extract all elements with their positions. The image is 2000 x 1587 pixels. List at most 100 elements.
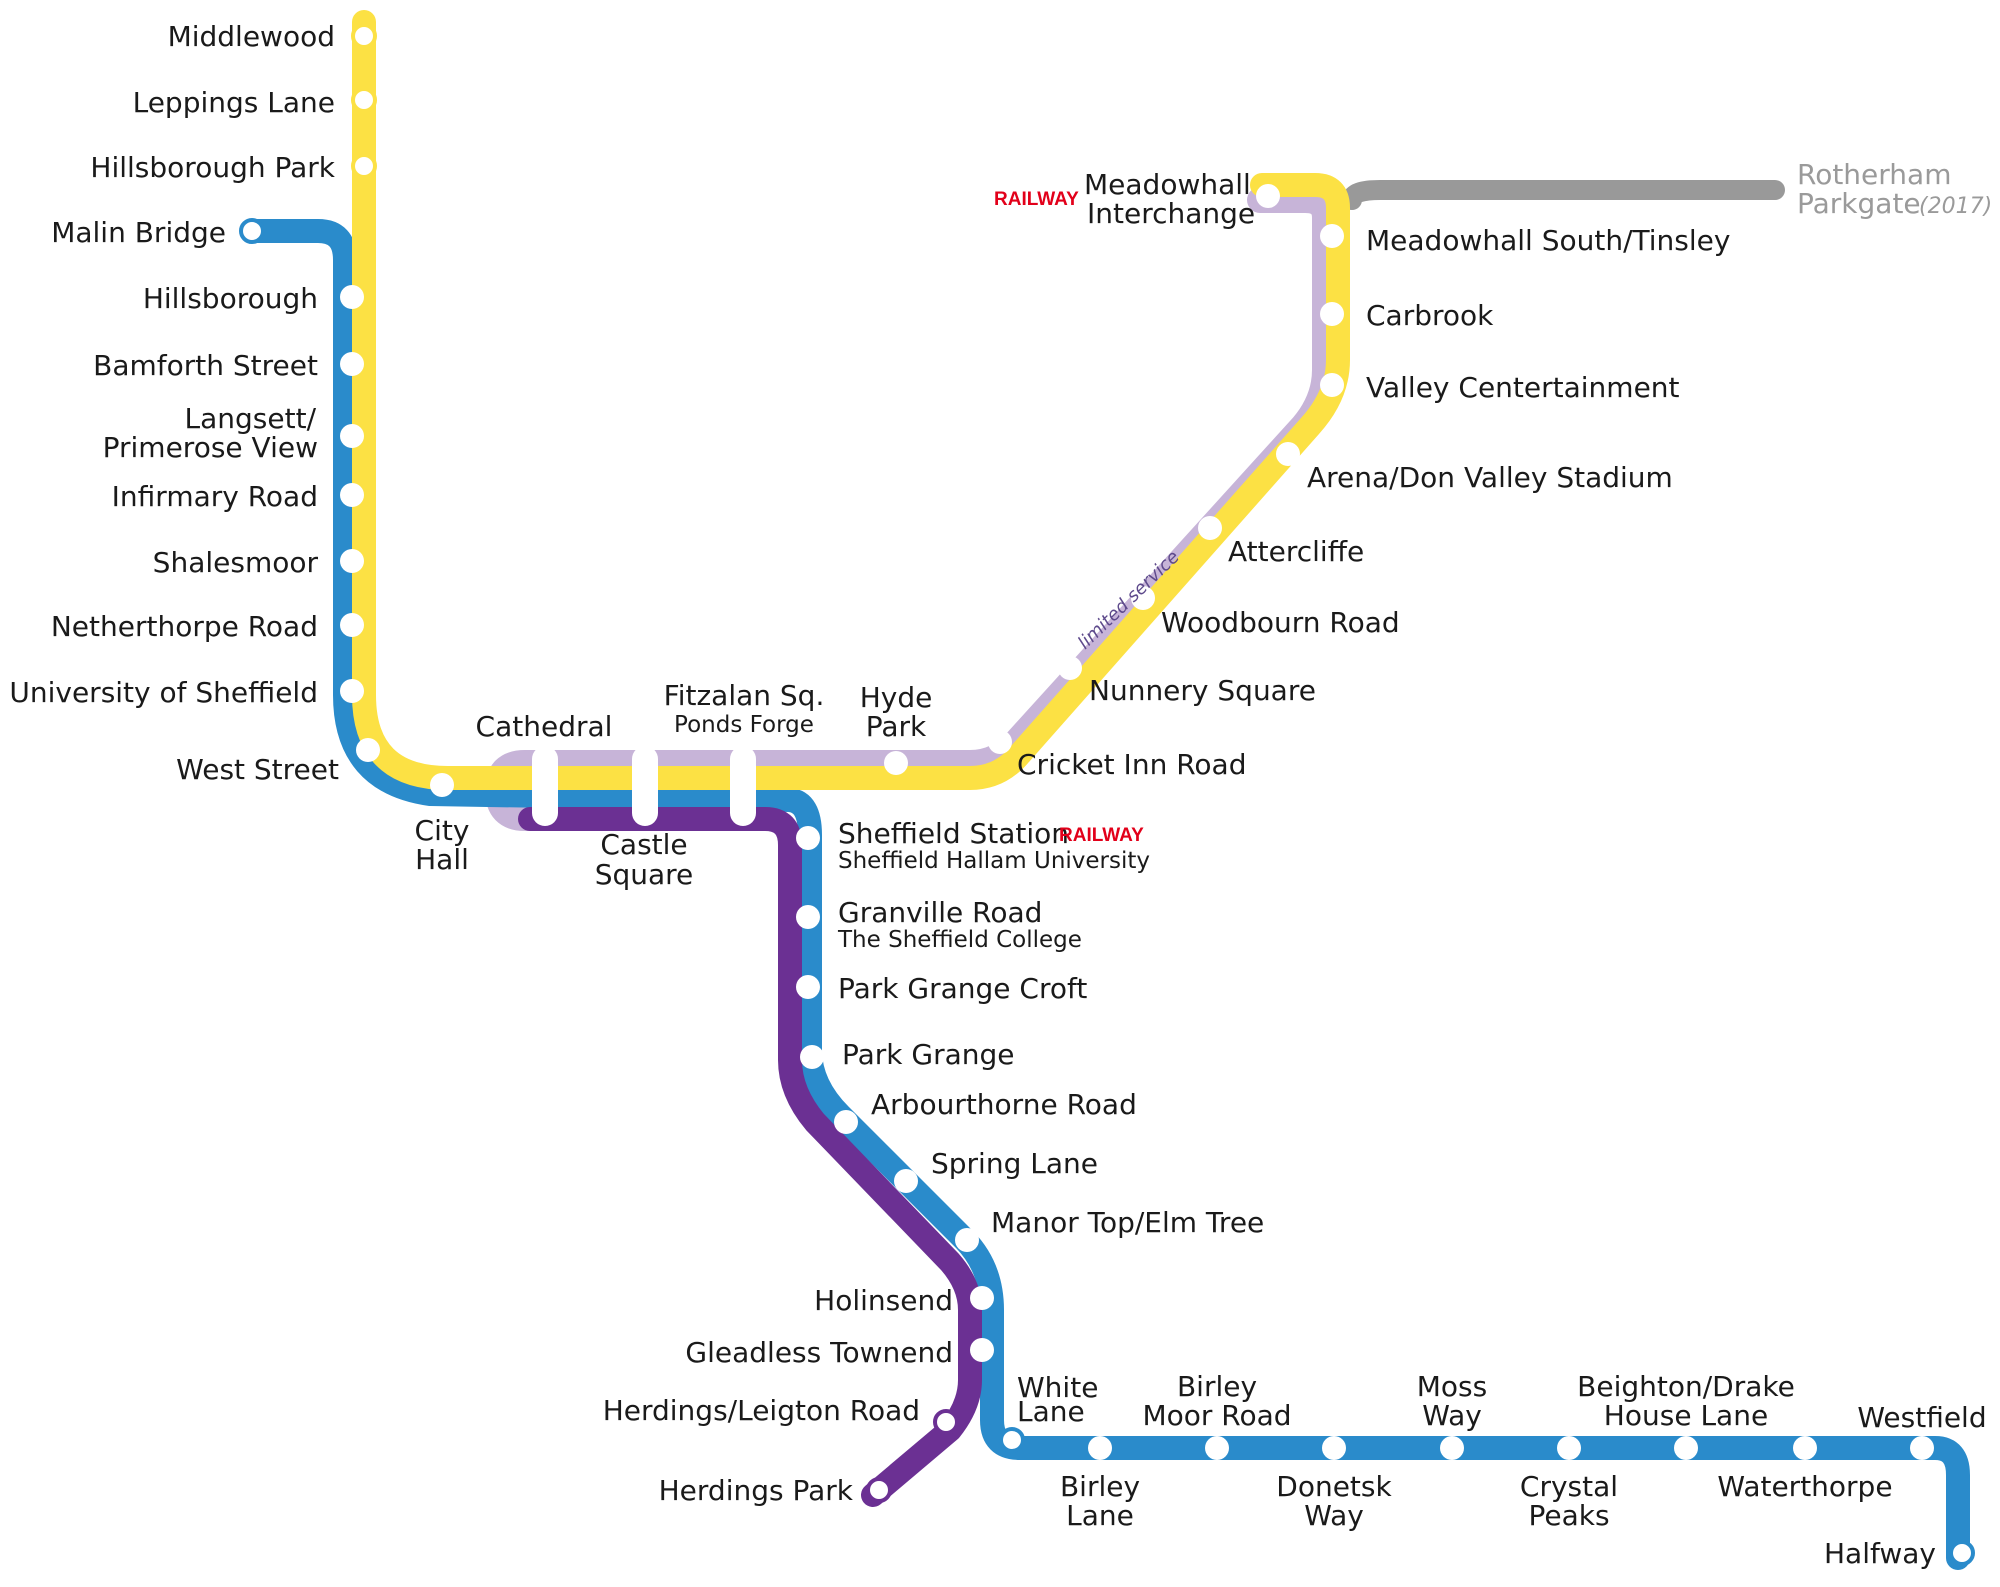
label-meadowhall-2: Interchange <box>1087 197 1255 230</box>
stop-west-street[interactable] <box>356 738 380 762</box>
label-castle-square-2: Square <box>595 858 694 891</box>
stop-westfield[interactable] <box>1910 1436 1934 1460</box>
stop-nunnery-square[interactable] <box>1058 656 1082 680</box>
stop-spring-lane[interactable] <box>894 1169 918 1193</box>
lines <box>240 10 1970 1570</box>
stop-cricket-inn-road[interactable] <box>988 730 1012 754</box>
stop-park-grange[interactable] <box>800 1045 824 1069</box>
stop-netherthorpe-road[interactable] <box>340 613 364 637</box>
label-donetsk-1: Donetsk <box>1276 1470 1392 1503</box>
label-birley-moor-1: Birley <box>1177 1370 1257 1403</box>
stop-woodbourn-road[interactable] <box>1131 586 1155 610</box>
blue-line <box>240 219 1970 1570</box>
stop-holinsend[interactable] <box>970 1286 994 1310</box>
label-woodbourn-road: Woodbourn Road <box>1161 606 1400 639</box>
label-university: University of Sheffield <box>9 676 318 709</box>
label-birley-moor-2: Moor Road <box>1142 1399 1291 1432</box>
label-hillsborough-park: Hillsborough Park <box>90 151 335 184</box>
label-granville-road: Granville Road <box>838 896 1042 929</box>
interchange-bar-fitzalan <box>730 746 756 826</box>
stop-bamforth-street[interactable] <box>340 352 364 376</box>
stop-white-lane[interactable] <box>999 1427 1025 1453</box>
label-hyde-park-2: Park <box>866 710 927 743</box>
label-hillsborough: Hillsborough <box>143 282 318 315</box>
stop-carbrook[interactable] <box>1320 302 1344 326</box>
stop-park-grange-croft[interactable] <box>796 975 820 999</box>
stop-herdings-park[interactable] <box>866 1477 892 1503</box>
label-hyde-park-1: Hyde <box>860 681 933 714</box>
station-stops <box>239 23 1975 1566</box>
label-beighton-2: House Lane <box>1604 1399 1768 1432</box>
label-fitzalan: Fitzalan Sq. <box>664 679 825 712</box>
label-arbourthorne-road: Arbourthorne Road <box>871 1088 1137 1121</box>
label-park-grange-croft: Park Grange Croft <box>838 972 1087 1005</box>
label-westfield: Westfield <box>1857 1401 1986 1434</box>
label-valley-centertainment: Valley Centertainment <box>1366 371 1680 404</box>
label-waterthorpe: Waterthorpe <box>1717 1470 1892 1503</box>
stop-malin-bridge[interactable] <box>239 218 265 244</box>
stop-sheffield-station[interactable] <box>796 826 820 850</box>
stop-meadowhall-south[interactable] <box>1320 224 1344 248</box>
label-netherthorpe-road: Netherthorpe Road <box>51 610 318 643</box>
stop-attercliffe[interactable] <box>1198 516 1222 540</box>
label-granville-road-sub: The Sheffield College <box>837 927 1082 953</box>
stop-arena[interactable] <box>1276 442 1300 466</box>
stop-middlewood[interactable] <box>351 23 377 49</box>
label-castle-square-1: Castle <box>600 828 687 861</box>
stop-donetsk-way[interactable] <box>1322 1436 1346 1460</box>
label-gleadless-townend: Gleadless Townend <box>685 1336 953 1369</box>
stop-university[interactable] <box>340 679 364 703</box>
label-herdings-leigton: Herdings/Leigton Road <box>603 1394 920 1427</box>
stop-hyde-park[interactable] <box>884 751 908 775</box>
stop-leppings-lane[interactable] <box>351 87 377 113</box>
label-shalesmoor: Shalesmoor <box>153 546 319 579</box>
label-birley-lane-2: Lane <box>1066 1499 1134 1532</box>
stop-gleadless-townend[interactable] <box>970 1338 994 1362</box>
label-fitzalan-sub: Ponds Forge <box>674 712 814 738</box>
label-halfway: Halfway <box>1824 1537 1936 1570</box>
label-donetsk-2: Way <box>1304 1499 1364 1532</box>
label-rotherham-year: (2017) <box>1919 194 1992 219</box>
label-rotherham-1: Rotherham <box>1797 158 1951 191</box>
stop-shalesmoor[interactable] <box>340 549 364 573</box>
grey-line-rotherham <box>1342 180 1785 210</box>
label-carbrook: Carbrook <box>1366 299 1494 332</box>
label-white-lane-1: White <box>1017 1371 1098 1404</box>
stop-langsett[interactable] <box>340 424 364 448</box>
stop-hillsborough-park[interactable] <box>351 153 377 179</box>
label-crystal-peaks-2: Peaks <box>1528 1499 1609 1532</box>
stop-arbourthorne-road[interactable] <box>834 1110 858 1134</box>
stop-halfway[interactable] <box>1949 1540 1975 1566</box>
label-middlewood: Middlewood <box>168 20 335 53</box>
stop-herdings-leigton[interactable] <box>933 1409 959 1435</box>
label-nunnery-square: Nunnery Square <box>1089 674 1316 707</box>
railway-tag-sheffield: RAILWAY <box>1059 825 1144 846</box>
label-rotherham-2: Parkgate <box>1797 187 1921 220</box>
label-meadowhall-south: Meadowhall South/Tinsley <box>1366 224 1730 257</box>
label-arena: Arena/Don Valley Stadium <box>1307 461 1673 494</box>
stop-city-hall[interactable] <box>430 773 454 797</box>
stop-crystal-peaks[interactable] <box>1557 1436 1581 1460</box>
stop-granville-road[interactable] <box>796 905 820 929</box>
label-sheffield-station-sub: Sheffield Hallam University <box>838 848 1150 874</box>
stop-beighton[interactable] <box>1674 1436 1698 1460</box>
stop-waterthorpe[interactable] <box>1793 1436 1817 1460</box>
stop-birley-lane[interactable] <box>1088 1436 1112 1460</box>
label-crystal-peaks-1: Crystal <box>1520 1470 1618 1503</box>
yellow-line <box>352 10 1350 790</box>
purple-line <box>518 807 982 1507</box>
label-leppings-lane: Leppings Lane <box>133 86 335 119</box>
label-park-grange: Park Grange <box>842 1038 1015 1071</box>
label-white-lane-2: Lane <box>1017 1395 1085 1428</box>
interchange-bar-cathedral <box>532 746 558 826</box>
stop-meadowhall-interchange[interactable] <box>1256 184 1280 208</box>
stop-birley-moor-road[interactable] <box>1205 1436 1229 1460</box>
label-langsett-2: Primerose View <box>103 431 318 464</box>
label-langsett-1: Langsett/ <box>185 402 317 435</box>
stop-manor-top[interactable] <box>955 1228 979 1252</box>
stop-hillsborough[interactable] <box>340 285 364 309</box>
stop-infirmary-road[interactable] <box>340 483 364 507</box>
stop-valley-centertainment[interactable] <box>1320 373 1344 397</box>
stop-moss-way[interactable] <box>1440 1436 1464 1460</box>
